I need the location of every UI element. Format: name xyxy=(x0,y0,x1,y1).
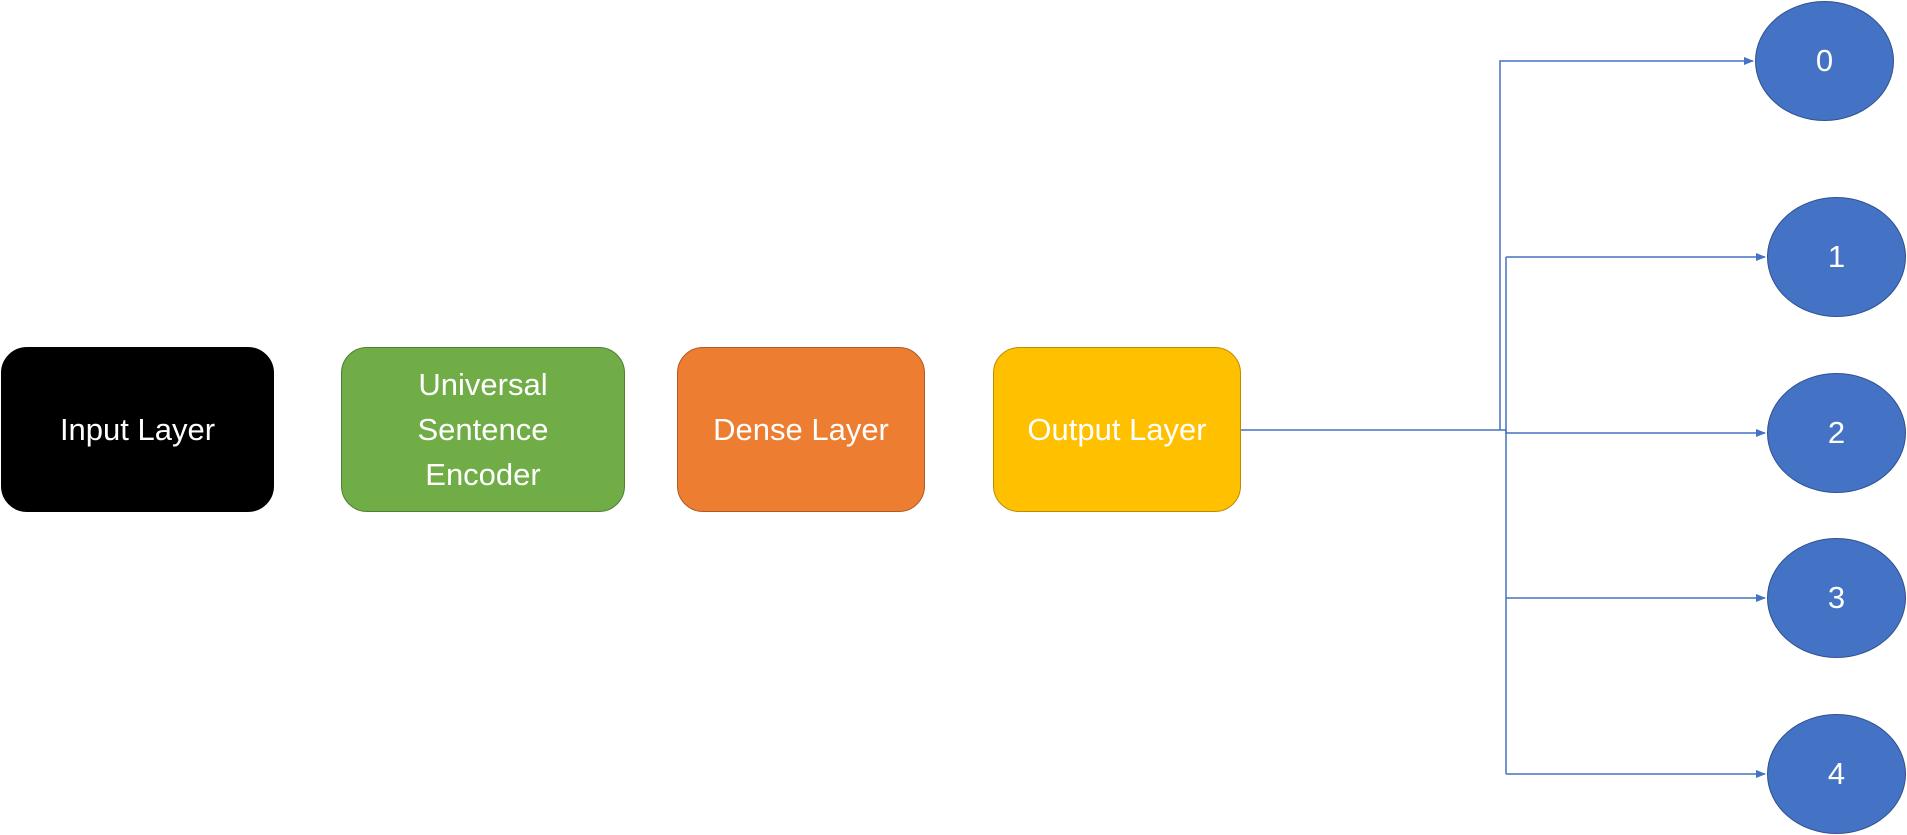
output-node-label: 4 xyxy=(1827,756,1846,791)
output-node-label: 0 xyxy=(1815,43,1834,78)
input-layer-box: Input Layer xyxy=(1,347,274,512)
output-node-label: 2 xyxy=(1827,415,1846,450)
output-node-label: 3 xyxy=(1827,580,1846,615)
output-node-4: 4 xyxy=(1767,714,1906,834)
input-layer-label: Input Layer xyxy=(59,412,216,447)
output-layer-label: Output Layer xyxy=(1027,412,1207,447)
output-node-3: 3 xyxy=(1767,538,1906,658)
dense-layer-label: Dense Layer xyxy=(713,412,889,447)
universal-sentence-encoder-label: Universal Sentence Encoder xyxy=(417,367,549,492)
output-node-2: 2 xyxy=(1767,373,1906,493)
output-node-0: 0 xyxy=(1755,1,1894,121)
output-node-label: 1 xyxy=(1827,239,1846,274)
connector-to-node-2 xyxy=(1500,429,1766,437)
output-layer-box: Output Layer xyxy=(993,347,1241,512)
dense-layer-box: Dense Layer xyxy=(677,347,925,512)
output-node-1: 1 xyxy=(1767,197,1906,317)
universal-sentence-encoder-box: Universal Sentence Encoder xyxy=(341,347,625,512)
connector-to-node-0 xyxy=(1499,57,1754,430)
